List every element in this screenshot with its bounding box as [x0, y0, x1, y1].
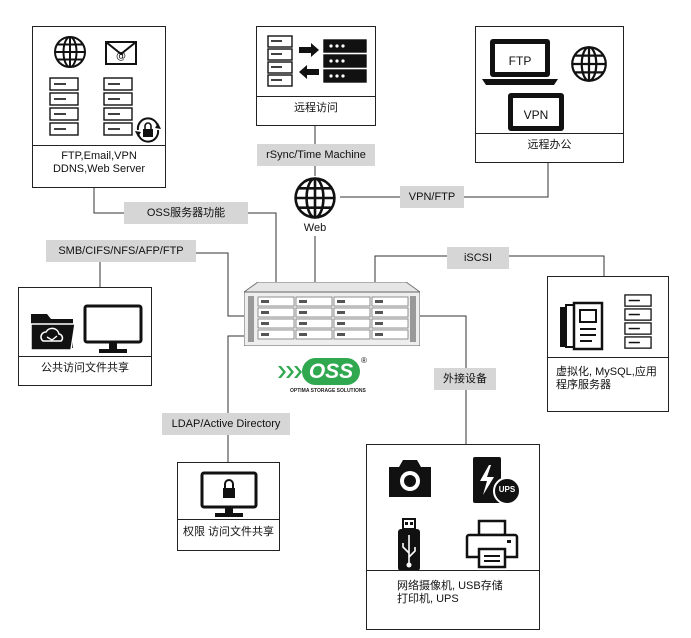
security-sync-icon: [135, 117, 161, 143]
oss-tagline: OPTIMA STORAGE SOLUTIONS: [290, 388, 366, 394]
camera-icon: [389, 460, 431, 497]
cloud-folder-icon: [30, 314, 76, 351]
storage-units-icon: [323, 39, 367, 83]
iscsi-tag: iSCSI: [447, 247, 509, 269]
permission-share-caption: 权限 访问文件共享: [178, 519, 279, 550]
smb-tag: SMB/CIFS/NFS/AFP/FTP: [46, 240, 196, 262]
oss-registered-mark: ®: [361, 356, 367, 365]
storage-server-icon: [244, 282, 420, 346]
server-rack-icon: [624, 294, 652, 349]
server-rack-icon: [267, 35, 293, 87]
svg-text:@: @: [116, 51, 126, 62]
web-label: Web: [295, 222, 335, 234]
remote-access-caption: 远程访问: [257, 96, 375, 125]
virtualization-box: 虚拟化, MySQL,应用 程序服务器: [547, 276, 669, 412]
sync-arrows-icon: [299, 43, 319, 79]
virtualization-caption: 虚拟化, MySQL,应用 程序服务器: [548, 357, 668, 411]
oss-logo: OSS ® OPTIMA STORAGE SOLUTIONS: [278, 356, 378, 400]
server-rack-icon: [103, 77, 133, 136]
server-functions-box: @ FTP,Email,VPN DDNS,Web Server: [32, 26, 166, 188]
printer-icon: [465, 519, 519, 569]
public-share-caption: 公共访问文件共享: [19, 356, 151, 385]
email-icon: @: [105, 41, 137, 65]
permission-share-box: 权限 访问文件共享: [177, 462, 280, 551]
globe-icon: [54, 36, 86, 68]
usb-drive-icon: [398, 518, 420, 571]
monitor-icon: [83, 304, 143, 353]
peripherals-box: UPS 网络摄像机, USB存储 打印机, UPS: [366, 444, 540, 630]
ldap-tag: LDAP/Active Directory: [162, 413, 290, 435]
vpn-ftp-tag: VPN/FTP: [400, 186, 464, 208]
remote-office-caption: 远程办公: [476, 133, 623, 162]
public-share-box: 公共访问文件共享: [18, 287, 152, 386]
peripherals-caption: 网络摄像机, USB存储 打印机, UPS: [367, 570, 539, 629]
document-stack-icon: [560, 301, 604, 351]
remote-office-box: FTP VPN 远程办公: [475, 26, 624, 163]
web-globe-icon: [294, 177, 336, 219]
external-devices-tag: 外接设备: [434, 368, 496, 390]
globe-icon: [571, 46, 607, 82]
ups-label: UPS: [498, 485, 516, 494]
rsync-tag: rSync/Time Machine: [257, 144, 375, 166]
remote-access-box: 远程访问: [256, 26, 376, 126]
ftp-laptop-icon: [482, 39, 558, 85]
server-functions-caption: FTP,Email,VPN DDNS,Web Server: [33, 145, 165, 187]
ftp-label: FTP: [508, 54, 532, 68]
vpn-label: VPN: [523, 108, 549, 122]
ups-battery-icon: [473, 457, 521, 505]
oss-service-tag: OSS服务器功能: [124, 202, 248, 224]
server-rack-icon: [49, 77, 79, 136]
oss-logo-text: OSS: [302, 358, 360, 385]
locked-monitor-icon: [200, 471, 258, 517]
